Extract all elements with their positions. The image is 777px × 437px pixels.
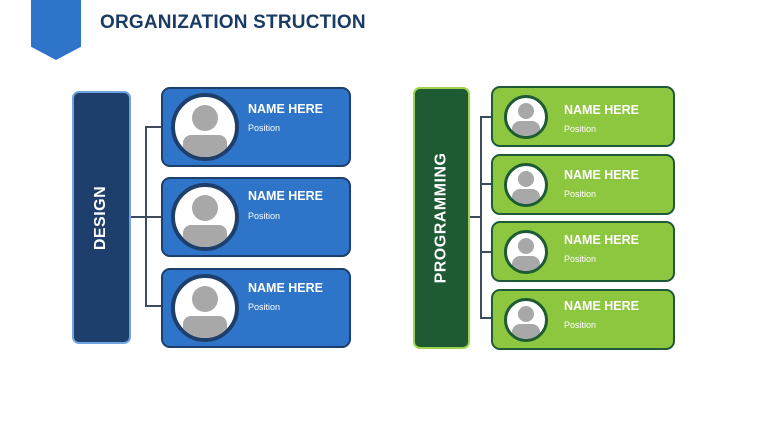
person-head-icon bbox=[518, 306, 534, 322]
member-position: Position bbox=[564, 124, 597, 134]
member-position: Position bbox=[564, 254, 597, 264]
member-position: Position bbox=[248, 123, 281, 133]
person-head-icon bbox=[518, 238, 534, 254]
design-department-box: DESIGN bbox=[72, 91, 131, 344]
design-connector-branch bbox=[145, 305, 163, 307]
member-name: NAME HERE bbox=[564, 168, 640, 182]
title-bookmark-decoration bbox=[31, 0, 81, 60]
programming-connector-branch bbox=[480, 183, 493, 185]
person-body-icon bbox=[183, 316, 227, 338]
person-body-icon bbox=[512, 324, 540, 339]
person-head-icon bbox=[192, 195, 218, 221]
avatar bbox=[504, 163, 548, 207]
member-position: Position bbox=[564, 189, 597, 199]
person-body-icon bbox=[183, 135, 227, 157]
person-head-icon bbox=[192, 105, 218, 131]
member-position: Position bbox=[248, 302, 281, 312]
programming-connector-branch bbox=[480, 317, 493, 319]
member-name: NAME HERE bbox=[248, 102, 324, 116]
avatar bbox=[504, 230, 548, 274]
member-name: NAME HERE bbox=[564, 103, 640, 117]
member-card: NAME HERE Position bbox=[491, 289, 675, 350]
design-connector-branch bbox=[145, 126, 163, 128]
avatar bbox=[504, 298, 548, 342]
design-connector-branch bbox=[145, 216, 163, 218]
member-card: NAME HERE Position bbox=[161, 87, 351, 167]
person-body-icon bbox=[512, 256, 540, 271]
avatar bbox=[171, 93, 239, 161]
avatar bbox=[171, 183, 239, 251]
member-card: NAME HERE Position bbox=[161, 177, 351, 257]
member-position: Position bbox=[248, 211, 281, 221]
member-name: NAME HERE bbox=[564, 299, 640, 313]
member-card: NAME HERE Position bbox=[491, 154, 675, 215]
programming-connector-vertical bbox=[480, 116, 482, 319]
member-name: NAME HERE bbox=[248, 189, 324, 203]
member-name: NAME HERE bbox=[248, 281, 324, 295]
member-position: Position bbox=[564, 320, 597, 330]
member-card: NAME HERE Position bbox=[161, 268, 351, 348]
design-department-label: DESIGN bbox=[92, 185, 110, 250]
design-connector-stub bbox=[131, 216, 146, 218]
member-card: NAME HERE Position bbox=[491, 86, 675, 147]
member-name: NAME HERE bbox=[564, 233, 640, 247]
person-body-icon bbox=[183, 225, 227, 247]
person-head-icon bbox=[518, 103, 534, 119]
page-title: ORGANIZATION STRUCTION bbox=[100, 12, 366, 33]
programming-department-box: PROGRAMMING bbox=[413, 87, 470, 349]
member-card: NAME HERE Position bbox=[491, 221, 675, 282]
person-body-icon bbox=[512, 189, 540, 204]
person-head-icon bbox=[192, 286, 218, 312]
person-head-icon bbox=[518, 171, 534, 187]
programming-connector-branch bbox=[480, 116, 493, 118]
programming-department-label: PROGRAMMING bbox=[432, 152, 450, 284]
programming-connector-branch bbox=[480, 251, 493, 253]
programming-connector-stub bbox=[470, 216, 481, 218]
avatar bbox=[171, 274, 239, 342]
person-body-icon bbox=[512, 121, 540, 136]
avatar bbox=[504, 95, 548, 139]
